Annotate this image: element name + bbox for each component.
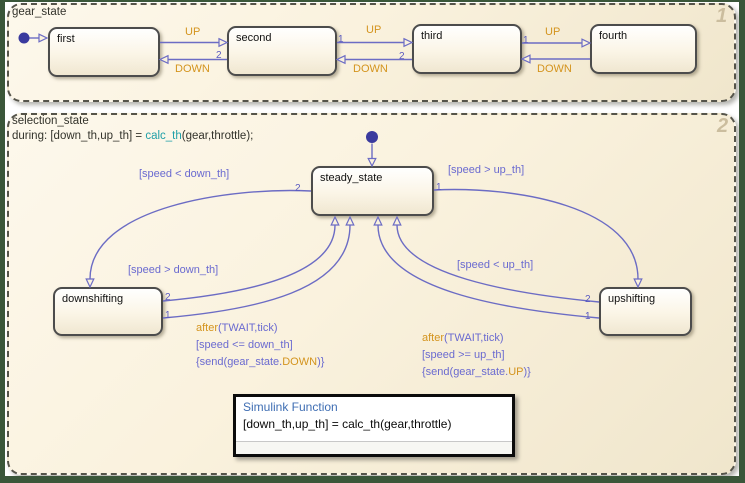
event-up: UP (508, 366, 524, 378)
order-steady-down: 2 (295, 183, 301, 194)
order-third-down: 2 (399, 51, 405, 62)
order-third-up: 1 (523, 35, 529, 46)
selection-state-during-action[interactable]: during: [down_th,up_th] = calc_th(gear,t… (12, 130, 253, 142)
after-args: (TWAIT,tick) (444, 332, 504, 344)
order-second-down: 2 (216, 50, 222, 61)
up-label-2[interactable]: UP (366, 24, 382, 36)
state-first[interactable]: first (48, 27, 160, 77)
cond-speed-le-down: [speed <= down_th] (196, 339, 293, 351)
state-second-label: second (236, 32, 272, 44)
during-suffix: (gear,throttle); (181, 130, 254, 142)
simulink-function-title: Simulink Function (243, 400, 338, 414)
order-steady-up: 1 (436, 182, 442, 193)
cond-speed-ge-up: [speed >= up_th] (422, 349, 505, 361)
after-args: (TWAIT,tick) (218, 322, 278, 334)
up-label-1[interactable]: UP (185, 26, 201, 38)
order-upshifting-2: 2 (585, 294, 591, 305)
send-prefix: {send(gear_state. (196, 356, 283, 368)
send-suffix: )} (317, 356, 325, 368)
order-second-up: 1 (338, 34, 344, 45)
state-steady-label: steady_state (320, 172, 383, 184)
state-fourth-label: fourth (599, 30, 628, 42)
cond-speed-lt-down[interactable]: [speed < down_th] (139, 168, 230, 180)
after-keyword: after (196, 322, 219, 334)
order-downshifting-1: 1 (165, 310, 171, 321)
state-fourth[interactable]: fourth (590, 24, 697, 74)
event-down: DOWN (282, 356, 318, 368)
simulink-function-box[interactable]: Simulink Function [down_th,up_th] = calc… (233, 394, 515, 457)
frame-edge-bottom (0, 476, 745, 483)
state-steady-state[interactable]: steady_state (311, 166, 434, 216)
after-keyword: after (422, 332, 445, 344)
state-downshifting[interactable]: downshifting (53, 287, 163, 336)
upshift-transition-label[interactable]: after(TWAIT,tick) [speed >= up_th] {send… (422, 330, 531, 381)
simulink-function-signature: [down_th,up_th] = calc_th(gear,throttle) (243, 417, 452, 431)
down-label-3[interactable]: DOWN (537, 63, 572, 75)
state-third[interactable]: third (412, 24, 522, 74)
downshift-transition-label[interactable]: after(TWAIT,tick) [speed <= down_th] {se… (196, 320, 324, 371)
during-prefix: during: [down_th,up_th] = (12, 130, 146, 142)
send-prefix: {send(gear_state. (422, 366, 509, 378)
down-label-1[interactable]: DOWN (175, 63, 210, 75)
during-function-name: calc_th (145, 130, 182, 142)
cond-speed-gt-up[interactable]: [speed > up_th] (448, 164, 525, 176)
frame-edge-right (739, 0, 745, 483)
cond-speed-gt-down[interactable]: [speed > down_th] (128, 264, 219, 276)
state-downshifting-label: downshifting (62, 293, 124, 305)
state-second[interactable]: second (227, 26, 337, 76)
order-upshifting-1: 1 (585, 311, 591, 322)
state-upshifting-label: upshifting (608, 293, 656, 305)
order-downshifting-2: 2 (165, 292, 171, 303)
state-first-label: first (57, 33, 75, 45)
selection-state-title: selection_state (12, 115, 89, 127)
send-suffix: )} (523, 366, 531, 378)
down-label-2[interactable]: DOWN (353, 63, 388, 75)
gear-state-order-badge: 1 (716, 5, 728, 27)
frame-edge-top (0, 0, 745, 2)
selection-state-order-badge: 2 (717, 115, 729, 137)
cond-speed-lt-up[interactable]: [speed < up_th] (457, 259, 534, 271)
simulink-function-footer (236, 441, 512, 454)
up-label-3[interactable]: UP (545, 26, 561, 38)
gear-state-title: gear_state (12, 6, 67, 18)
state-upshifting[interactable]: upshifting (599, 287, 692, 336)
state-third-label: third (421, 30, 443, 42)
frame-edge-left (0, 0, 5, 483)
